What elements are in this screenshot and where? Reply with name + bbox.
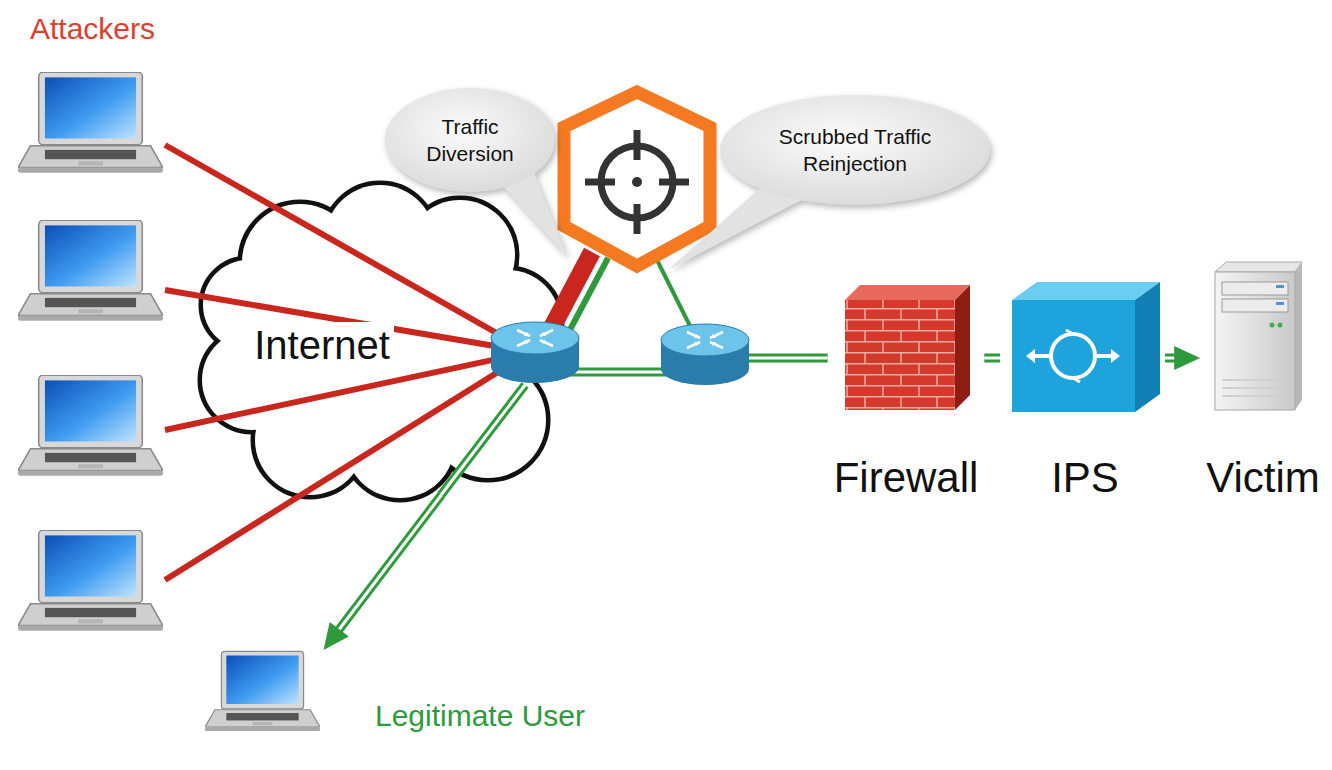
traffic-connector <box>324 495 442 650</box>
attacker-laptop <box>18 530 163 630</box>
core-router <box>661 324 749 385</box>
connector-outer <box>984 354 1000 363</box>
reinjection-line <box>655 256 693 332</box>
attacker-laptop <box>18 220 163 320</box>
callout-bubble: Traffic Diversion <box>385 88 555 192</box>
victim-server <box>1222 299 1288 312</box>
ips-icon <box>1135 282 1160 412</box>
attacker-laptop <box>18 375 163 475</box>
node-label: Firewall <box>834 454 979 502</box>
firewall-node: Firewall <box>828 275 985 508</box>
callout-bubble-shape <box>720 95 990 205</box>
victim-server <box>1215 262 1302 272</box>
node-label: Internet <box>250 322 394 368</box>
scrubbing-shield <box>564 92 710 266</box>
traffic-connector <box>984 358 1000 359</box>
ips-icon <box>1012 282 1160 412</box>
connector-inner <box>984 357 1000 360</box>
edge-router <box>491 322 579 383</box>
ips-icon <box>1028 354 1118 358</box>
victim-server <box>1278 323 1283 328</box>
scrubbing-shield <box>564 92 710 266</box>
ips-icon <box>1012 300 1135 412</box>
node-label: Legitimate User <box>375 699 585 734</box>
internet-cloud: Internet <box>200 195 560 495</box>
callout-ellipse <box>385 88 555 192</box>
attacker-laptop <box>18 72 163 172</box>
ips-icon <box>1012 282 1160 300</box>
diversion-line <box>548 252 592 335</box>
ips-icon <box>1066 330 1080 382</box>
callout-ellipse <box>720 95 990 205</box>
user-node: Legitimate User <box>200 650 610 750</box>
firewall-icon <box>845 300 955 410</box>
group-heading: Attackers <box>30 12 155 47</box>
connector-outer <box>337 495 442 632</box>
user-laptop <box>205 651 320 731</box>
arrow-head <box>324 622 349 650</box>
group-heading: Attackers <box>30 12 155 47</box>
ips-icon <box>1051 334 1095 378</box>
attack-traffic-line <box>165 145 530 580</box>
callout-bubble-shape <box>385 88 555 192</box>
victim-server <box>1222 282 1288 295</box>
ips-node: IPS <box>1000 275 1165 508</box>
arrow-head <box>1174 346 1200 370</box>
traffic-connector <box>1165 346 1200 370</box>
callout-text: Scrubbed Traffic Reinjection <box>750 123 960 178</box>
scrubbing-shield <box>632 177 642 187</box>
ips-icon <box>1026 349 1120 363</box>
node-label: IPS <box>1051 454 1119 502</box>
victim-server <box>1270 323 1275 328</box>
clean-traffic-stub <box>441 385 525 495</box>
victim-server <box>1215 272 1295 410</box>
callout-text: Traffic Diversion <box>405 113 535 168</box>
clean-traffic-stub <box>441 385 525 495</box>
attack-traffic-line <box>165 352 530 580</box>
node-label: Victim <box>1206 454 1320 502</box>
victim-server <box>1215 262 1302 410</box>
attacker-laptop <box>18 72 163 630</box>
clean-traffic-stub <box>441 385 525 495</box>
firewall-icon <box>845 285 970 300</box>
victim-server <box>1295 262 1302 410</box>
firewall-icon <box>955 285 970 410</box>
firewall-icon <box>845 285 970 410</box>
callout-bubble: Scrubbed Traffic Reinjection <box>720 95 990 205</box>
connector-inner <box>337 495 442 632</box>
victim-server <box>1276 302 1284 305</box>
victim-node: Victim <box>1200 262 1326 508</box>
victim-server <box>1222 380 1288 396</box>
scrubbing-shield <box>585 130 689 234</box>
victim-server <box>1276 285 1284 288</box>
